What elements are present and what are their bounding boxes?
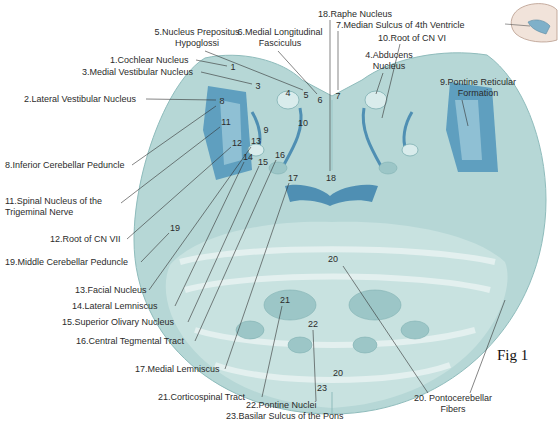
vestibular-area-right	[455, 100, 482, 160]
callout-number: 8	[219, 96, 224, 106]
callout-label: 18.Raphe Nucleus	[318, 9, 392, 20]
callout-number: 23	[317, 383, 327, 393]
callout-label: 17.Medial Lemniscus	[135, 364, 220, 375]
callout-number: 1	[230, 62, 235, 72]
central-tegmental-tract	[269, 162, 287, 174]
central-tegmental-tract-right	[379, 162, 397, 174]
pons-section	[134, 53, 546, 414]
callout-label: 6.Medial Longitudinal Fasciculus	[236, 27, 324, 49]
callout-number: 20	[328, 254, 338, 264]
callout-number: 6	[317, 95, 322, 105]
callout-number: 16	[275, 150, 285, 160]
basilar-pons	[166, 222, 508, 408]
vestibular-area	[220, 100, 242, 165]
callout-label: 2.Lateral Vestibular Nucleus	[24, 94, 136, 105]
raphe-line	[331, 100, 333, 170]
callout-label: 1.Cochlear Nucleus	[110, 55, 189, 66]
callout-number: 12	[232, 138, 242, 148]
callout-label: 5.Nucleus Prepositus Hypoglossi	[147, 27, 247, 49]
callout-number: 20	[333, 368, 343, 378]
callout-label: 11.Spinal Nucleus of the Trigeminal Nerv…	[5, 196, 123, 218]
callout-label: 23.Basilar Sulcus of the Pons	[226, 411, 344, 422]
nuclei	[248, 91, 418, 156]
callout-label: 16.Central Tegmental Tract	[76, 336, 184, 347]
callout-label: 8.Inferior Cerebellar Peduncle	[5, 160, 125, 171]
callout-label: 3.Medial Vestibular Nucleus	[82, 67, 193, 78]
callout-number: 21	[280, 295, 290, 305]
figure-label: Fig 1	[497, 347, 528, 364]
callout-number: 5	[303, 90, 308, 100]
callout-number: 19	[170, 223, 180, 233]
callout-label: 4.Abducens Nucleus	[358, 50, 420, 72]
callout-label: 10.Root of CN VI	[378, 33, 446, 44]
callout-number: 22	[308, 319, 318, 329]
callout-label: 19.Middle Cerebellar Peduncle	[5, 257, 128, 268]
callout-label: 21.Corticospinal Tract	[158, 392, 245, 403]
inset-brain	[505, 4, 557, 42]
callout-number: 3	[255, 81, 260, 91]
callout-number: 7	[335, 91, 340, 101]
callout-number: 11	[221, 117, 230, 127]
callout-number: 18	[326, 173, 336, 183]
callout-label: 12.Root of CN VII	[50, 234, 121, 245]
callout-number: 4	[285, 88, 290, 98]
callout-number: 13	[251, 136, 261, 146]
callout-number: 14	[243, 152, 253, 162]
callout-label: 15.Superior Olivary Nucleus	[62, 317, 174, 328]
corticospinal-bundles	[236, 290, 429, 353]
medial-lemniscus	[285, 185, 378, 206]
callout-label: 22.Pontine Nuclei	[246, 400, 317, 411]
callout-label: 20. Pontocerebellar Fibers	[408, 393, 498, 415]
basilar-sulcus	[332, 392, 333, 414]
callout-number: 17	[288, 173, 298, 183]
callout-label: 14.Lateral Lemniscus	[72, 301, 158, 312]
callout-number: 15	[258, 157, 268, 167]
callout-label: 9.Pontine Reticular Formation	[432, 77, 524, 99]
callout-label: 7.Median Sulcus of 4th Ventricle	[336, 20, 465, 31]
callout-label: 13.Facial Nucleus	[75, 285, 147, 296]
callout-number: 9	[263, 125, 268, 135]
callout-number: 10	[298, 118, 308, 128]
